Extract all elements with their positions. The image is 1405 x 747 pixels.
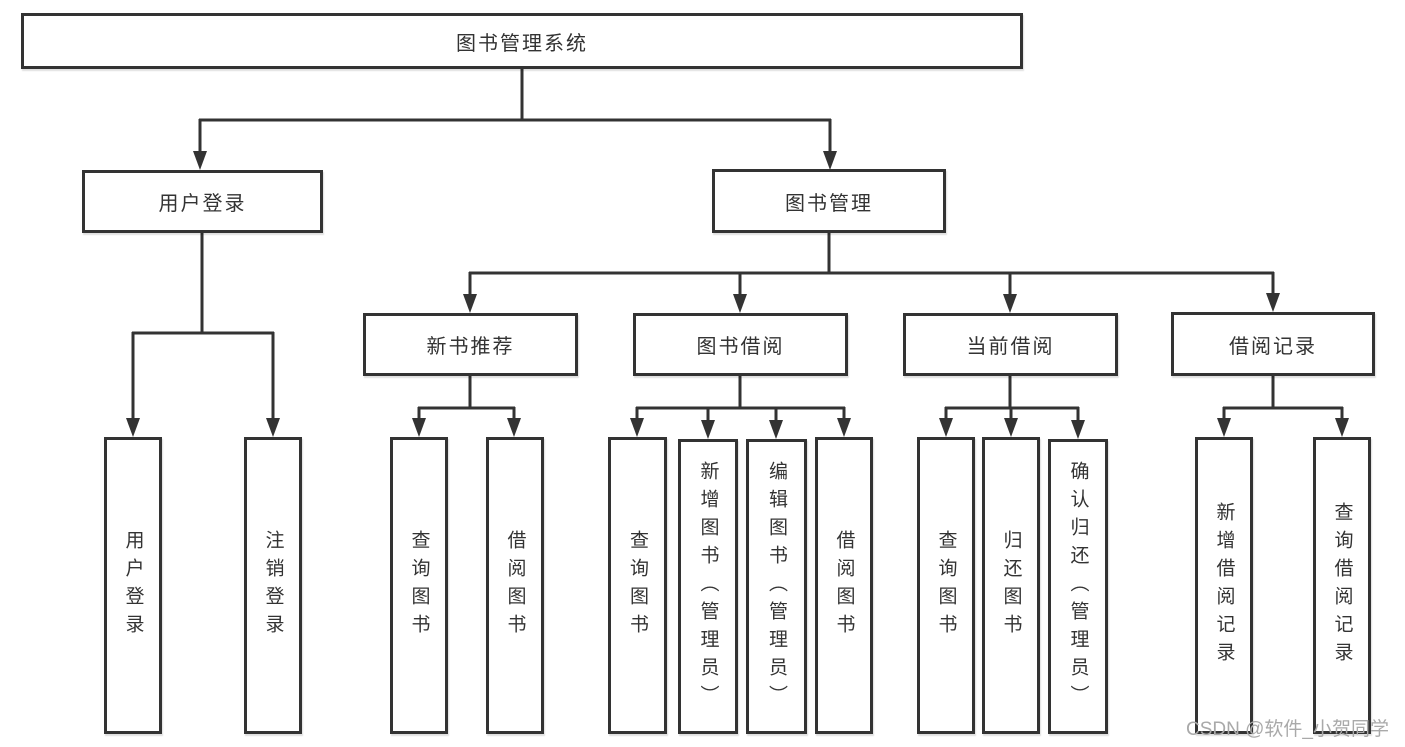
node-label: 图书管理系统 bbox=[456, 32, 588, 55]
csdn-watermark: CSDN @软件_小贺同学 bbox=[1186, 719, 1389, 740]
node-current-borrowing: 当前借阅 bbox=[903, 313, 1118, 376]
leaf-label: 查询图书 bbox=[935, 529, 957, 642]
leaf-label: 确认归还（管理员） bbox=[1067, 460, 1089, 713]
leaf-add-borrow-record: 新增借阅记录 bbox=[1195, 437, 1253, 734]
leaf-label: 借阅图书 bbox=[833, 529, 855, 642]
leaf-query-books-1: 查询图书 bbox=[390, 437, 448, 734]
leaf-label: 查询借阅记录 bbox=[1331, 501, 1353, 670]
node-library-management-system: 图书管理系统 bbox=[21, 13, 1023, 69]
leaf-label: 查询图书 bbox=[627, 529, 648, 642]
node-label: 新书推荐 bbox=[426, 336, 515, 358]
leaf-add-books-admin: 新增图书（管理员） bbox=[678, 439, 738, 734]
node-user-login: 用户登录 bbox=[82, 170, 323, 233]
leaf-label: 新增借阅记录 bbox=[1213, 501, 1235, 670]
leaf-query-books-2: 查询图书 bbox=[608, 437, 667, 734]
node-book-management: 图书管理 bbox=[712, 169, 946, 233]
node-book-borrowing: 图书借阅 bbox=[633, 313, 848, 376]
leaf-logout: 注销登录 bbox=[244, 437, 302, 734]
leaf-return-books: 归还图书 bbox=[982, 437, 1040, 734]
leaf-label: 用户登录 bbox=[122, 529, 144, 642]
leaf-label: 查询图书 bbox=[408, 529, 430, 642]
node-label: 图书管理 bbox=[785, 192, 873, 215]
leaf-label: 归还图书 bbox=[1000, 529, 1022, 642]
node-borrowing-records: 借阅记录 bbox=[1171, 312, 1375, 376]
leaf-query-borrow-record: 查询借阅记录 bbox=[1313, 437, 1371, 734]
leaf-label: 借阅图书 bbox=[504, 529, 526, 642]
leaf-edit-books-admin: 编辑图书（管理员） bbox=[746, 439, 807, 734]
leaf-label: 编辑图书（管理员） bbox=[766, 460, 787, 713]
leaf-label: 注销登录 bbox=[262, 529, 284, 642]
leaf-query-books-3: 查询图书 bbox=[917, 437, 975, 734]
leaf-borrow-books-2: 借阅图书 bbox=[815, 437, 873, 734]
leaf-user-login: 用户登录 bbox=[104, 437, 162, 734]
leaf-label: 新增图书（管理员） bbox=[697, 460, 719, 713]
node-label: 借阅记录 bbox=[1229, 335, 1317, 358]
node-label: 图书借阅 bbox=[696, 336, 785, 358]
leaf-confirm-return-admin: 确认归还（管理员） bbox=[1048, 439, 1108, 734]
leaf-borrow-books-1: 借阅图书 bbox=[486, 437, 544, 734]
node-label: 当前借阅 bbox=[966, 336, 1055, 358]
node-label: 用户登录 bbox=[158, 193, 247, 215]
node-new-book-recommendation: 新书推荐 bbox=[363, 313, 578, 376]
